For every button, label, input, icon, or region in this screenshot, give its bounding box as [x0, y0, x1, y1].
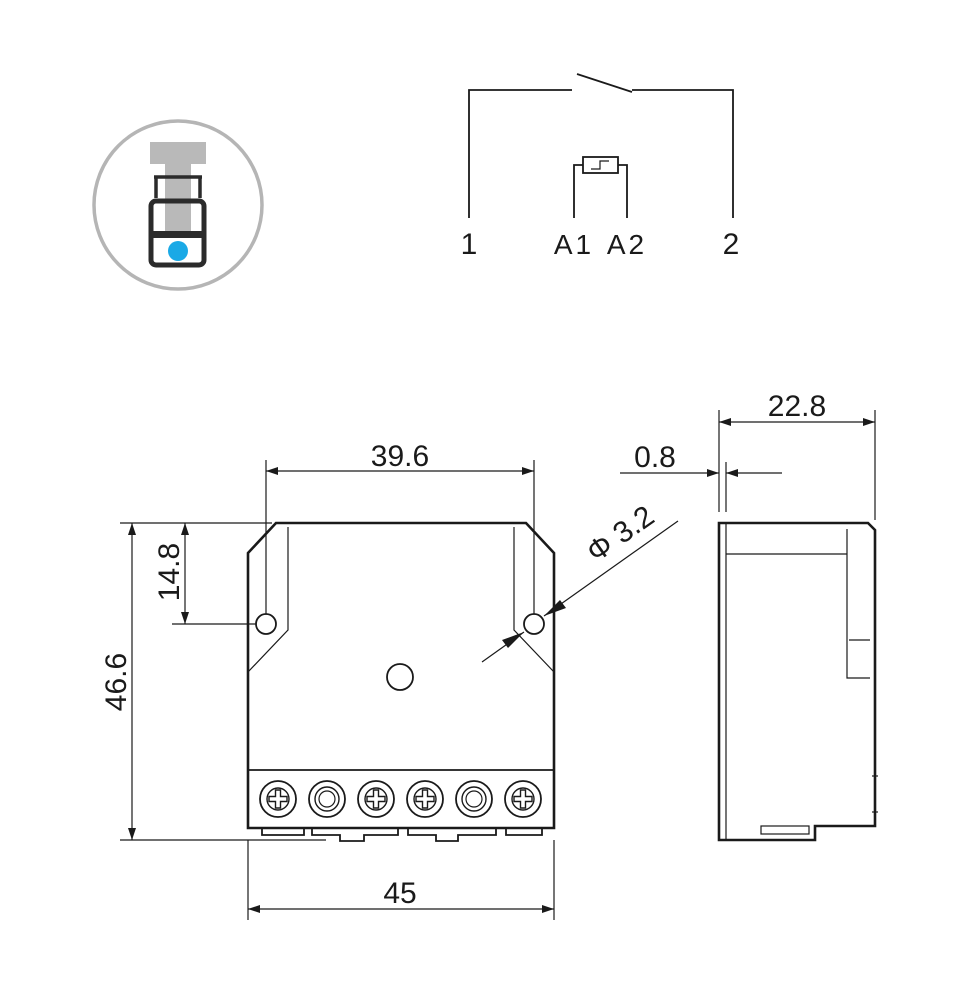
terminal-outer-ring [308, 780, 346, 818]
screw-terminal-icon [92, 119, 264, 291]
coil-wire-a1 [573, 164, 583, 218]
phillips-screw-icon [513, 789, 533, 809]
phillips-screw-icon [415, 789, 435, 809]
mounting-hole-right [523, 613, 545, 635]
terminal-inner-ring [413, 787, 437, 811]
wiring-schematic: 1 A1 A2 2 [461, 73, 740, 261]
switch-contact [576, 73, 633, 93]
dim-depth-label: 22.8 [768, 390, 826, 423]
center-button [386, 663, 414, 691]
dim-hole-offset: 14.8 [153, 523, 256, 625]
dim-height: 46.6 [100, 522, 326, 841]
terminal-screw [259, 780, 297, 818]
coil-wire-a2 [618, 164, 628, 218]
terminal-a1-label: A1 [554, 229, 594, 260]
wire-entry-hole [465, 790, 483, 808]
terminal-2-label: 2 [723, 228, 740, 261]
terminal-row [259, 780, 542, 818]
terminal-1-label: 1 [461, 228, 478, 261]
wire-entry-hole [318, 790, 336, 808]
front-view [246, 521, 556, 842]
side-view [717, 521, 878, 842]
terminal-outer-ring [357, 780, 395, 818]
leader-arrow-lower [502, 632, 524, 648]
dim-hole-offset-label: 14.8 [153, 543, 186, 601]
coil-step-symbol [591, 160, 609, 170]
terminal-inner-ring [314, 786, 340, 812]
leader-arrow-upper [544, 600, 566, 616]
right-ear-line [513, 527, 555, 673]
terminal-hole [308, 780, 346, 818]
left-ear-line [247, 527, 289, 673]
dim-top-width: 39.6 [265, 440, 535, 614]
terminal-inner-ring [364, 787, 388, 811]
bottom-tabs [261, 828, 543, 842]
terminal-a2-label: A2 [607, 229, 647, 260]
screw-head-icon [150, 142, 206, 164]
terminal-screw [504, 780, 542, 818]
wire-terminal-2 [632, 89, 734, 218]
dim-bottom-width: 45 [247, 840, 555, 920]
side-bottom-slot [760, 825, 810, 835]
dim-flange-label: 0.8 [634, 441, 676, 474]
dim-top-width-label: 39.6 [371, 440, 429, 473]
wire-terminal-1 [468, 89, 572, 218]
terminal-inner-ring [511, 787, 535, 811]
dim-height-label: 46.6 [100, 653, 133, 711]
terminal-outer-ring [406, 780, 444, 818]
wire-dot-icon [168, 241, 188, 261]
mounting-hole-left [255, 613, 277, 635]
terminal-outer-ring [455, 780, 493, 818]
terminal-outer-ring [259, 780, 297, 818]
terminal-outer-ring [504, 780, 542, 818]
leader-upper [543, 520, 679, 617]
side-body-outline [717, 521, 877, 842]
terminal-body [148, 198, 207, 268]
terminal-inner-ring [461, 786, 487, 812]
side-inner-rib [846, 529, 870, 679]
phillips-screw-icon [366, 789, 386, 809]
clamp-plate [153, 231, 202, 238]
dim-hole-diameter-label: Φ 3.2 [581, 499, 661, 568]
dim-bottom-width-label: 45 [383, 877, 416, 910]
terminal-hole [455, 780, 493, 818]
terminal-screw [357, 780, 395, 818]
dim-flange: 0.8 [620, 441, 782, 512]
terminal-screw [406, 780, 444, 818]
phillips-screw-icon [268, 789, 288, 809]
terminal-inner-ring [266, 787, 290, 811]
module-body-outline [246, 521, 556, 830]
dim-depth: 22.8 [718, 390, 876, 520]
